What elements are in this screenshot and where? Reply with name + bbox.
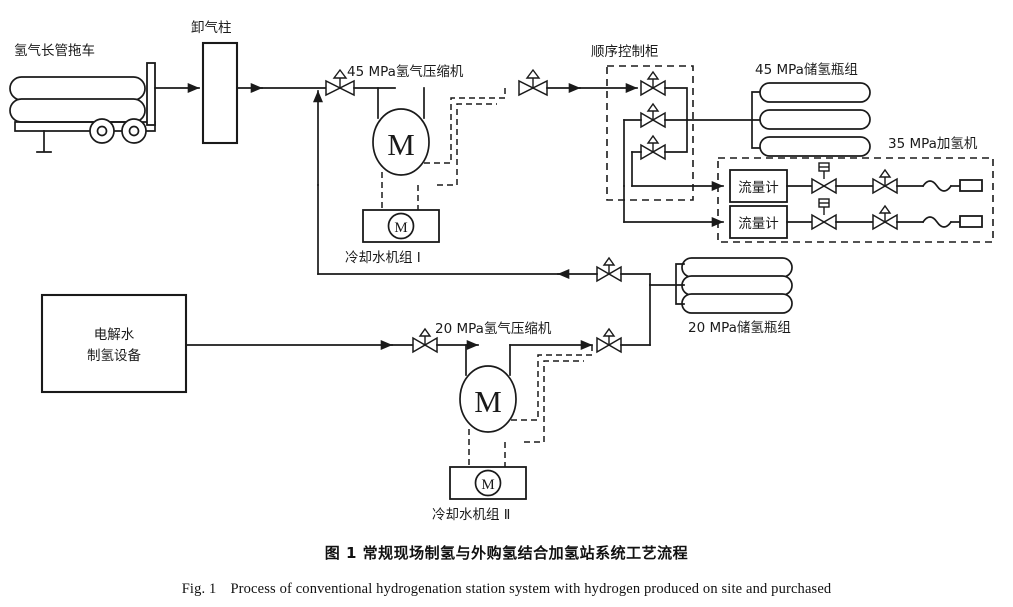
valve-45mpa-discharge[interactable] (518, 68, 548, 97)
caption-english-text: Process of conventional hydrogenation st… (230, 581, 832, 597)
unloading-column-group: 卸气柱 (191, 20, 239, 145)
label-flow-meter-1: 流量计 (738, 180, 779, 196)
motor-symbol-compressor-20: M (474, 384, 502, 419)
chiller-unit-1-group: M 冷却水机组 Ⅰ (345, 209, 440, 266)
control-line-comp20-a (511, 345, 593, 421)
label-flow-meter-2: 流量计 (738, 216, 779, 232)
valve-20mpa-discharge[interactable] (596, 327, 622, 354)
valve-20mpa-return[interactable] (596, 256, 622, 283)
solenoid-valve-2[interactable] (811, 198, 837, 231)
label-compressor-45mpa: 45 MPa氢气压缩机 (347, 64, 464, 80)
control-line-comp20-b (524, 360, 584, 443)
control-line-comp45-a (424, 88, 506, 164)
label-compressor-20mpa: 20 MPa氢气压缩机 (435, 321, 552, 337)
chiller-unit-2-group: M 冷却水机组 Ⅱ (432, 466, 527, 523)
storage-45-cylinder-2 (759, 109, 871, 130)
storage-20-cylinder-1 (681, 257, 793, 278)
valve-sequence-a[interactable] (640, 70, 666, 97)
figure-captions: 图 1 常规现场制氢与外购氢结合加氢站系统工艺流程 Fig. 1 Process … (0, 528, 1013, 598)
fuel-hose-1 (921, 180, 953, 192)
label-electrolyzer-line2: 制氢设备 (87, 347, 141, 364)
flow-meter-1-group: 流量计 (729, 169, 788, 203)
pipe-seq-a-down (664, 87, 688, 121)
solenoid-valve-1[interactable] (811, 162, 837, 195)
storage-20-cylinder-3 (681, 293, 793, 314)
compressor-45mpa-group: M 45 MPa氢气压缩机 (347, 64, 464, 176)
dispenser-35mpa-group: 35 MPa加氢机 (717, 136, 994, 243)
storage-45-cylinder-3 (759, 136, 871, 157)
caption-figure-number: Fig. 1 (181, 581, 217, 597)
nozzle-2 (959, 215, 983, 228)
label-sequence-cabinet: 顺序控制柜 (591, 44, 659, 60)
storage-20mpa-group: 20 MPa储氢瓶组 (649, 257, 793, 336)
storage-45-cylinder-1 (759, 82, 871, 103)
sequence-control-cabinet-group: 顺序控制柜 (591, 44, 694, 201)
pipe-seq-c-up (664, 119, 688, 153)
label-storage-20mpa: 20 MPa储氢瓶组 (688, 320, 791, 336)
label-dispenser-35mpa: 35 MPa加氢机 (888, 136, 978, 152)
electrolyzer-group: 电解水 制氢设备 (40, 293, 188, 394)
caption-chinese: 图 1 常规现场制氢与外购氢结合加氢站系统工艺流程 (324, 544, 689, 562)
motor-symbol-compressor-45: M (387, 127, 415, 162)
flow-meter-2-group: 流量计 (729, 205, 788, 239)
storage-45mpa-group: 45 MPa储氢瓶组 (751, 62, 871, 157)
label-chiller-2: 冷却水机组 Ⅱ (432, 507, 510, 523)
valve-sequence-b[interactable] (640, 102, 666, 129)
label-storage-45mpa: 45 MPa储氢瓶组 (755, 62, 858, 78)
tube-trailer-group: 氢气长管拖车 (9, 42, 156, 153)
valve-45mpa-suction[interactable] (325, 68, 355, 97)
breakaway-valve-1[interactable] (872, 168, 898, 195)
caption-english: Fig. 1 Process of conventional hydrogenat… (0, 563, 1013, 598)
manifold-storage-20 (675, 263, 685, 305)
storage-20-cylinder-2 (681, 275, 793, 296)
manifold-storage-45 (751, 91, 763, 149)
motor-symbol-chiller-2: M (481, 477, 494, 493)
motor-symbol-chiller-1: M (394, 220, 407, 236)
fuel-hose-2 (921, 216, 953, 228)
control-line-comp45-b (437, 103, 497, 186)
label-chiller-1: 冷却水机组 Ⅰ (345, 250, 421, 266)
nozzle-1 (959, 179, 983, 192)
valve-20mpa-suction[interactable] (412, 327, 438, 354)
label-tube-trailer: 氢气长管拖车 (14, 42, 95, 59)
compressor-20mpa-group: M 20 MPa氢气压缩机 (435, 321, 552, 433)
label-electrolyzer-line1: 电解水 (94, 327, 135, 343)
process-flow-diagram: 氢气长管拖车 卸气柱 M 45 MPa氢气压缩机 (9, 20, 994, 523)
breakaway-valve-2[interactable] (872, 204, 898, 231)
valve-sequence-c[interactable] (640, 134, 666, 161)
label-unloading-column: 卸气柱 (191, 20, 232, 36)
